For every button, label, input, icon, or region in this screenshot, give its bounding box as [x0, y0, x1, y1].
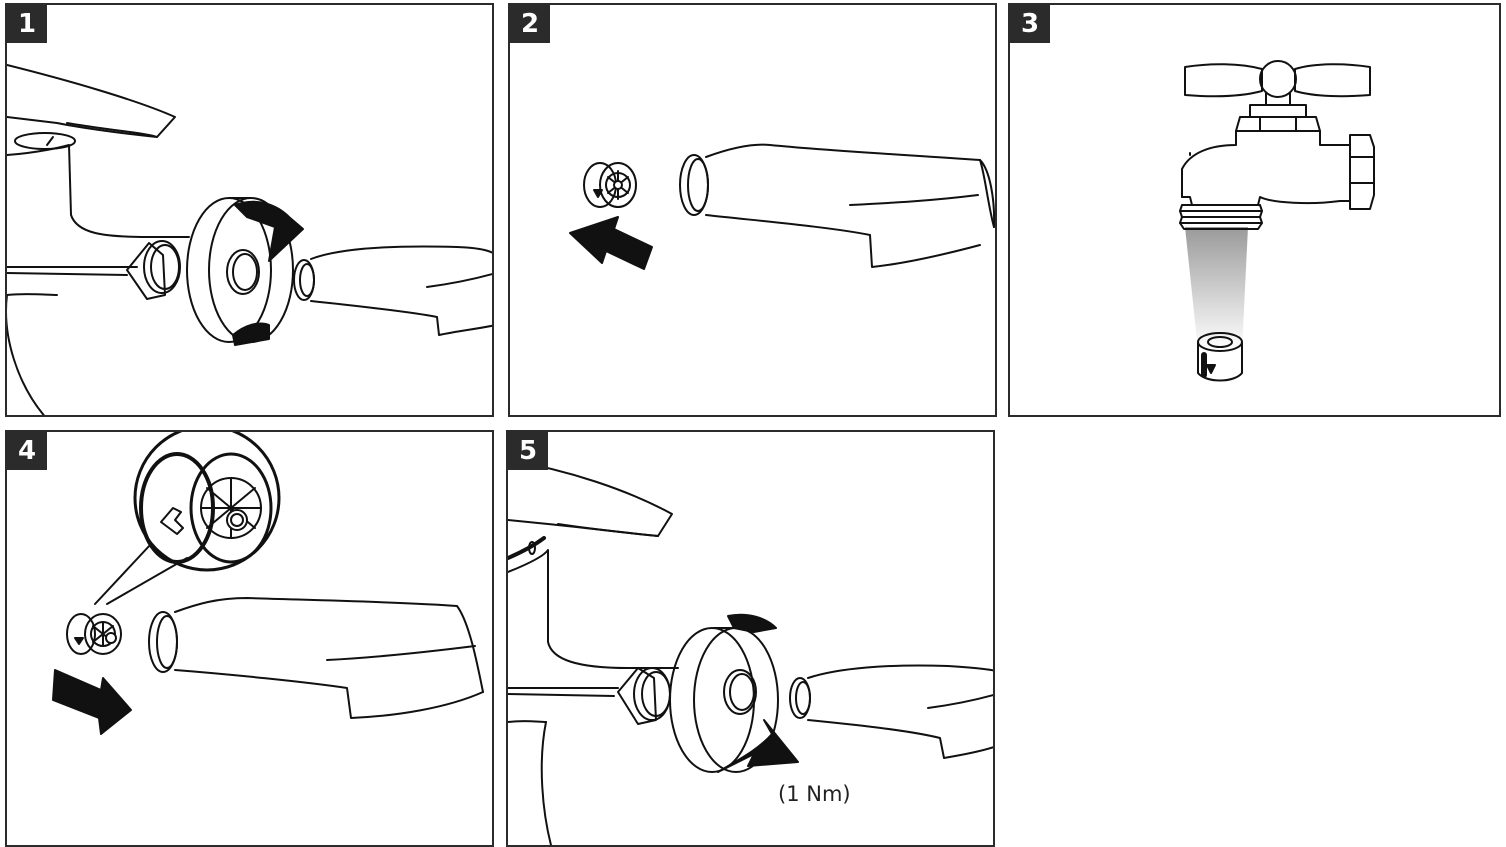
step-1-badge: 1 — [7, 5, 47, 43]
step-1-panel: 1 — [5, 3, 494, 417]
step-5-badge: 5 — [508, 432, 548, 470]
step-4-panel: 4 — [5, 430, 494, 847]
step-3-badge: 3 — [1010, 5, 1050, 43]
step-3-panel: 3 — [1008, 3, 1501, 417]
step-2-illustration — [510, 5, 997, 417]
step-2-badge: 2 — [510, 5, 550, 43]
step-5-panel: 5 (1 Nm) — [506, 430, 995, 847]
step-5-illustration — [508, 432, 995, 847]
step-3-illustration — [1010, 5, 1501, 417]
step-2-panel: 2 — [508, 3, 997, 417]
step-1-illustration — [7, 5, 494, 417]
step-4-illustration — [7, 432, 494, 847]
step-4-badge: 4 — [7, 432, 47, 470]
torque-label: (1 Nm) — [778, 782, 851, 806]
